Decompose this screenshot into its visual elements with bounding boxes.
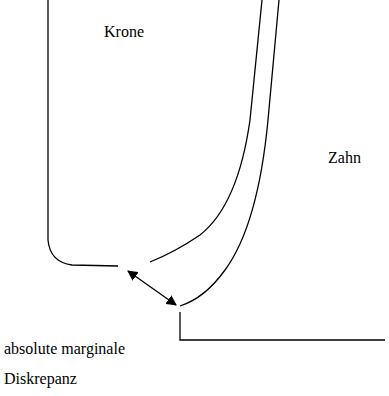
- crown-inner-line: [150, 0, 262, 262]
- tooth-label: Zahn: [328, 148, 361, 168]
- discrepancy-arrow: [128, 271, 176, 305]
- leader-line: [180, 312, 385, 340]
- crown-label: Krone: [104, 22, 144, 42]
- tooth-surface-line: [180, 0, 279, 306]
- discrepancy-label: absolute marginale Diskrepanz: [4, 334, 164, 394]
